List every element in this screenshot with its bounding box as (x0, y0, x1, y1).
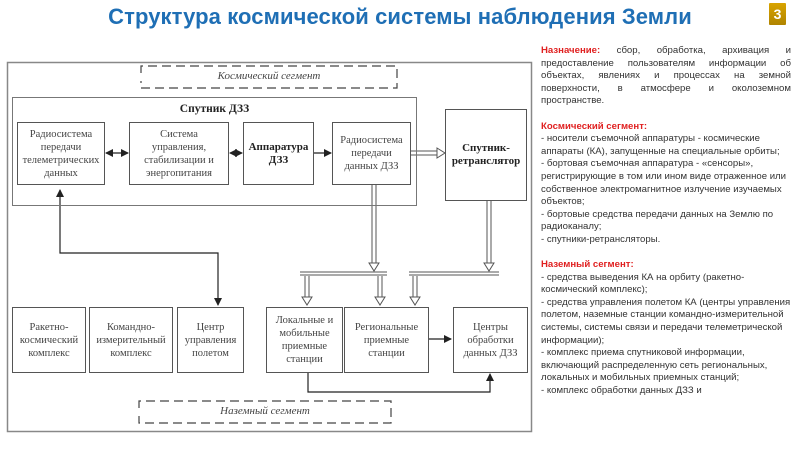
ground-item: - комплекс приема спутниковой информации… (541, 347, 768, 384)
block-command-measuring: Командно-измерительный комплекс (89, 307, 173, 373)
ground-item: - средства выведения КА на орбиту (ракет… (541, 271, 745, 296)
space-segment-label: Космический сегмент (217, 70, 321, 82)
space-item: - бортовые средства передачи данных на З… (541, 208, 774, 233)
connector-telemetry-flightcontrol (56, 189, 222, 306)
block-processing-centers: Центры обработки данных ДЗЗ (453, 307, 528, 373)
ground-segment-dashed-frame (138, 400, 392, 424)
ground-segment-heading: Наземный сегмент: (541, 259, 634, 271)
space-segment-heading: Космический сегмент: (541, 120, 648, 132)
satellite-group-title: Спутник ДЗЗ (179, 103, 250, 115)
block-control-system: Система управления, стабилизации и энерг… (129, 122, 229, 185)
diagram-connectors (6, 61, 533, 433)
block-rs-apparatus: Аппаратура ДЗЗ (243, 122, 314, 185)
space-item: - носители съемочной аппаратуры - космич… (541, 133, 780, 157)
connector-bus-regional (374, 276, 386, 306)
purpose-heading: Назначение (541, 45, 597, 56)
block-telemetry-radio: Радиосистема передачи телеметрических да… (17, 122, 105, 185)
slide-title: Структура космической системы наблюдения… (108, 4, 692, 29)
block-local-mobile-stations: Локальные и мобильные приемные станции (266, 307, 343, 373)
space-segment-dashed-frame (140, 65, 398, 89)
connector-local-processing (307, 373, 494, 393)
ground-item: - средства управления полетом КА (центры… (541, 296, 791, 346)
purpose-text: сбор, обработка, архивация и предоставле… (541, 45, 791, 107)
satellite-group (12, 97, 417, 206)
block-flight-control-center: Центр управления полетом (177, 307, 244, 373)
connector-relay-bus (483, 200, 495, 272)
connector-dataradio-relay (410, 147, 446, 159)
distribution-bus-left (300, 271, 387, 276)
connector-rightbus-regional (409, 276, 421, 306)
connector-dataradio-bus (368, 185, 380, 272)
page-number-badge: 3 (769, 3, 786, 25)
system-structure-diagram: Космический сегмент Наземный сегмент Спу… (6, 61, 533, 433)
block-regional-stations: Региональные приемные станции (344, 307, 429, 373)
outer-frame (6, 61, 533, 433)
ground-item: - комплекс обработки данных ДЗЗ и (541, 385, 702, 397)
description-panel: Назначение: сбор, обработка, архивация и… (541, 45, 791, 398)
connector-bus-local (301, 276, 313, 306)
space-item: - спутники-ретрансляторы. (541, 233, 661, 245)
space-item: - бортовая съемочная аппаратура - «сенсо… (541, 158, 787, 208)
block-relay-satellite: Спутник-ретранслятор (445, 109, 527, 201)
ground-segment-label: Наземный сегмент (220, 405, 310, 417)
block-data-radio: Радиосистема передачи данных ДЗЗ (332, 122, 411, 185)
purpose-paragraph: Назначение: сбор, обработка, архивация и… (541, 45, 791, 107)
distribution-bus-right (409, 271, 499, 276)
block-launch-complex: Ракетно-космический комплекс (12, 307, 86, 373)
